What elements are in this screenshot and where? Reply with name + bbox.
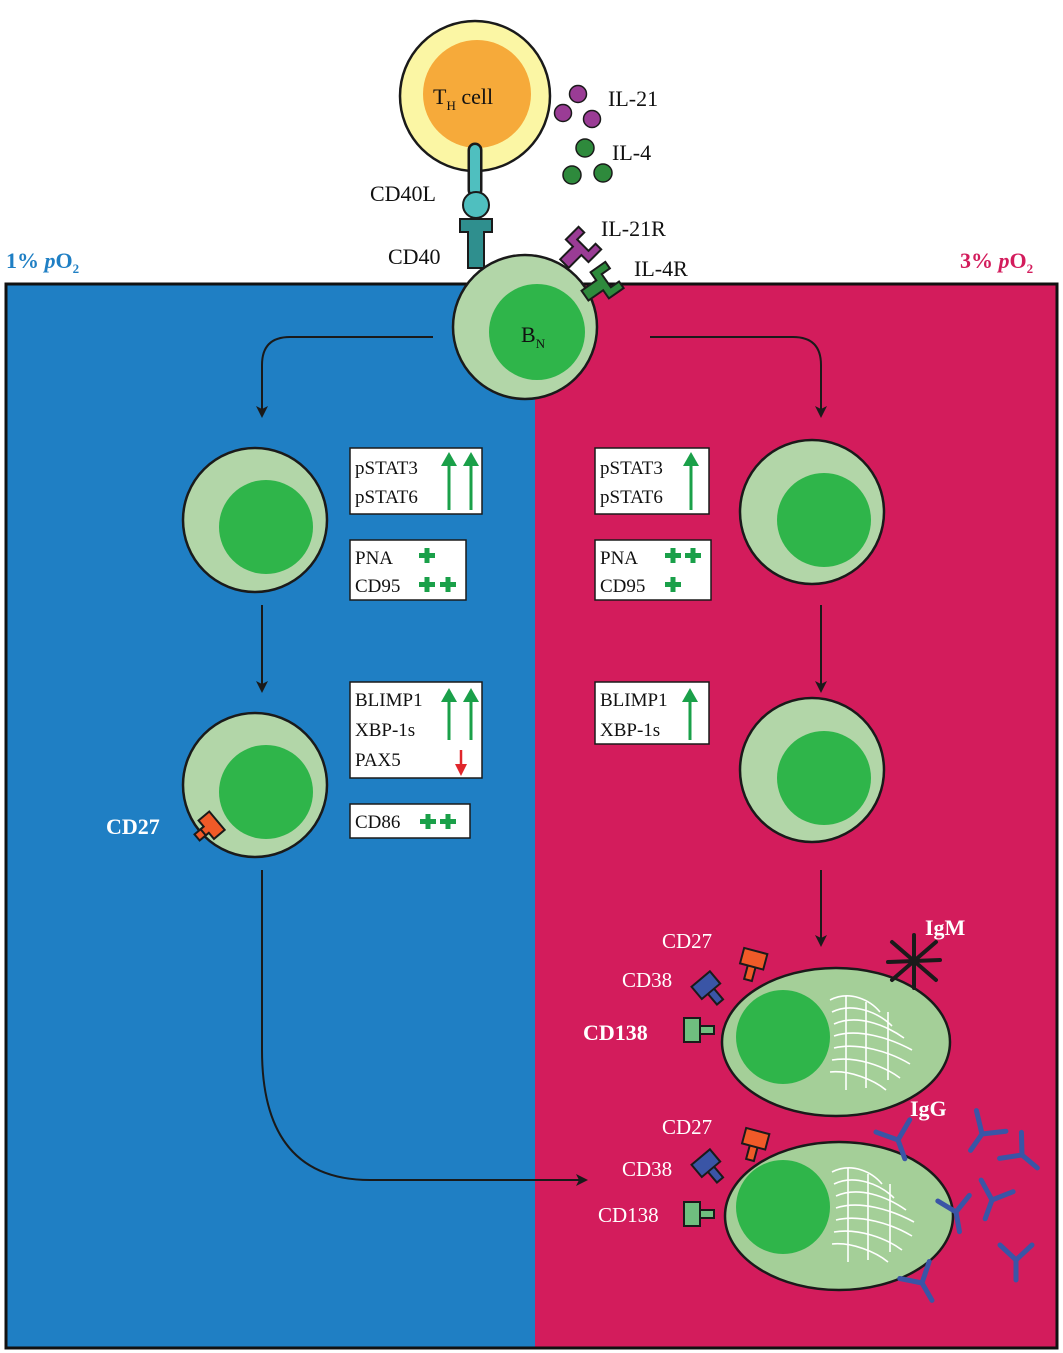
cd38-igm-label: CD38 <box>622 968 672 992</box>
cd138-receptor-igg <box>683 1201 715 1227</box>
svg-text:pSTAT6: pSTAT6 <box>355 487 418 508</box>
igm-plasma-cell <box>720 966 952 1118</box>
svg-text:CD95: CD95 <box>355 576 400 597</box>
right-germinal-center-cell <box>738 438 886 586</box>
cd40l-label: CD40L <box>370 181 436 206</box>
il4r-receptor <box>580 260 626 302</box>
up-arrow-icon <box>441 452 457 466</box>
cd138-receptor-igm <box>683 1017 715 1043</box>
svg-text:PNA: PNA <box>355 548 393 569</box>
arrow-to-right-gc-cell <box>650 336 827 418</box>
up-arrow-icon <box>441 688 457 702</box>
il21-label: IL-21 <box>608 86 658 111</box>
cd138-igm-label: CD138 <box>583 1020 648 1045</box>
il4r-label: IL-4R <box>634 256 688 281</box>
cd38-igg-label: CD38 <box>622 1157 672 1181</box>
il21r-label: IL-21R <box>601 216 666 241</box>
plus-icon <box>419 548 456 592</box>
left-germinal-center-cell <box>181 446 329 594</box>
endoplasmic-reticulum <box>831 1167 915 1263</box>
naive-b-cell-label: BN <box>521 322 546 351</box>
left-plasmablast-cell <box>181 711 329 859</box>
svg-text:PNA: PNA <box>600 548 638 569</box>
down-arrow-icon <box>455 764 467 776</box>
igm-label: IgM <box>925 915 966 940</box>
cd38-receptor-igm <box>690 969 725 1006</box>
right-stat-box: pSTAT3 pSTAT6 <box>594 447 710 515</box>
cd138-igg-label: CD138 <box>598 1203 659 1227</box>
plus-icon <box>665 548 701 592</box>
svg-text:CD86: CD86 <box>355 812 400 833</box>
il21r-receptor <box>558 225 603 270</box>
svg-text:pSTAT6: pSTAT6 <box>600 487 663 508</box>
up-arrow-icon <box>463 452 479 466</box>
arrow-to-left-gc-cell <box>256 336 433 418</box>
cd38-receptor-igg <box>690 1147 725 1184</box>
th-cell-label: TH cell <box>433 84 493 113</box>
arrow-to-igg-plasma-cell <box>261 870 588 1186</box>
svg-text:XBP-1s: XBP-1s <box>600 720 660 741</box>
svg-text:XBP-1s: XBP-1s <box>355 720 415 741</box>
right-plasmablast-cell <box>738 696 886 844</box>
naive-b-cell <box>451 253 599 401</box>
igg-antibody-icons <box>873 1108 1040 1303</box>
il4-molecules <box>562 138 613 185</box>
right-pna-box: PNA CD95 <box>594 539 712 601</box>
right-oxygen-label: 3% pO2 <box>960 248 1033 276</box>
left-oxygen-label: 1% pO2 <box>6 248 79 276</box>
left-stat-box: pSTAT3 pSTAT6 <box>349 447 483 515</box>
svg-text:pSTAT3: pSTAT3 <box>355 458 418 479</box>
cd27-receptor-igg <box>740 1126 771 1163</box>
left-pna-box: PNA CD95 <box>349 539 467 601</box>
il21-molecules <box>553 84 602 129</box>
il4-label: IL-4 <box>612 140 651 165</box>
svg-text:PAX5: PAX5 <box>355 750 401 771</box>
igg-plasma-cell <box>723 1140 955 1292</box>
igm-antibody-icon <box>886 933 942 990</box>
svg-text:BLIMP1: BLIMP1 <box>355 690 423 711</box>
cd27-left-label: CD27 <box>106 814 160 839</box>
cd27-receptor-left <box>193 810 227 842</box>
right-blimp-box: BLIMP1 XBP-1s <box>594 681 710 745</box>
left-blimp-box: BLIMP1 XBP-1s PAX5 <box>349 681 483 779</box>
cd27-igm-label: CD27 <box>662 929 712 953</box>
left-cd86-box: CD86 <box>349 803 471 839</box>
cd40-receptor <box>459 218 493 269</box>
cd27-receptor-igm <box>738 946 769 983</box>
cd40-label: CD40 <box>388 244 441 269</box>
cd27-igg-label: CD27 <box>662 1115 712 1139</box>
svg-text:CD95: CD95 <box>600 576 645 597</box>
up-arrow-icon <box>683 452 699 466</box>
up-arrow-icon <box>463 688 479 702</box>
svg-text:BLIMP1: BLIMP1 <box>600 690 668 711</box>
up-arrow-icon <box>682 688 698 702</box>
svg-text:pSTAT3: pSTAT3 <box>600 458 663 479</box>
endoplasmic-reticulum <box>829 995 913 1091</box>
plus-icon <box>420 814 456 829</box>
igg-label: IgG <box>910 1096 947 1121</box>
